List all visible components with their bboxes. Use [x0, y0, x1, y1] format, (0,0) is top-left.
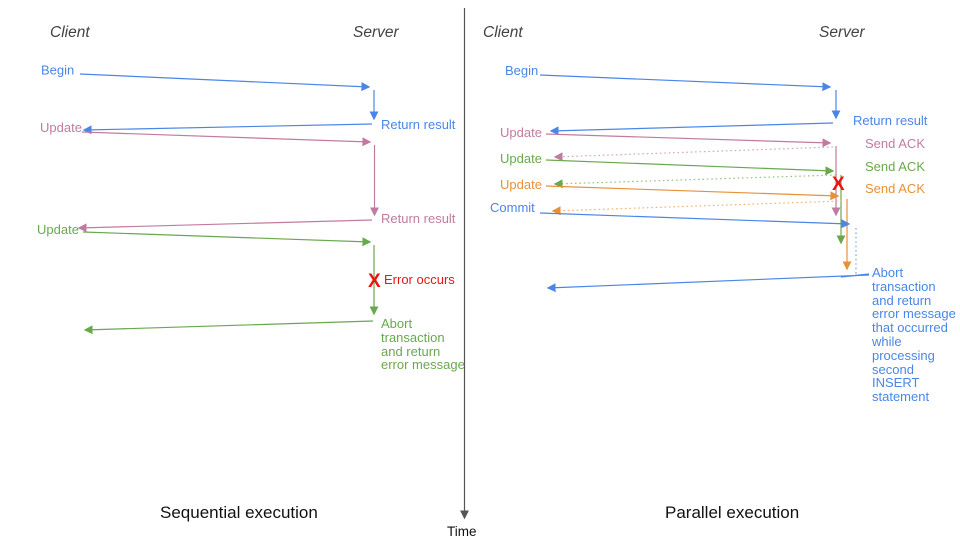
svg-text:transaction: transaction [381, 330, 445, 345]
par-ack2-label: Send ACK [865, 159, 925, 174]
seq-abort-note: Abort transaction and return error messa… [381, 316, 465, 372]
seq-error-label: Error occurs [384, 272, 455, 287]
seq-return-result-2-arrow [77, 219, 373, 233]
svg-text:error message: error message [872, 306, 956, 321]
seq-caption: Sequential execution [160, 503, 318, 522]
parallel-panel: Client Server Begin Return result Update… [483, 24, 956, 522]
par-ack1-label: Send ACK [865, 136, 925, 151]
par-return-result-arrow [549, 122, 834, 136]
seq-client-heading: Client [50, 24, 90, 41]
par-ack3-arrow [551, 200, 843, 216]
par-abort-return-arrow [546, 274, 870, 293]
svg-text:error message: error message [381, 357, 465, 372]
svg-text:and return: and return [381, 344, 440, 359]
par-commit-label: Commit [490, 200, 535, 215]
seq-return-result-2-label: Return result [381, 211, 456, 226]
par-ack1-arrow [553, 146, 834, 162]
par-return-result-label: Return result [853, 113, 928, 128]
par-error-x-icon: X [832, 174, 845, 195]
par-begin-label: Begin [505, 63, 538, 78]
svg-text:and return: and return [872, 293, 931, 308]
svg-text:INSERT: INSERT [872, 375, 919, 390]
par-update1-label: Update [500, 125, 542, 140]
par-client-heading: Client [483, 24, 523, 41]
seq-abort-return-arrow [83, 320, 374, 335]
svg-text:statement: statement [872, 389, 929, 404]
par-ack3-label: Send ACK [865, 181, 925, 196]
time-axis-label: Time [447, 524, 477, 539]
par-update3-label: Update [500, 177, 542, 192]
seq-update1-request-arrow [81, 131, 372, 147]
svg-text:processing: processing [872, 348, 935, 363]
seq-update2-label: Update [37, 222, 79, 237]
par-update2-label: Update [500, 151, 542, 166]
seq-error-x-icon: X [368, 271, 381, 292]
seq-return-result-1-arrow [82, 123, 373, 135]
par-ack2-arrow [553, 174, 837, 189]
svg-text:Abort: Abort [381, 316, 412, 331]
svg-text:second: second [872, 362, 914, 377]
seq-update2-request-arrow [82, 231, 372, 247]
par-commit-request-arrow [539, 212, 851, 229]
seq-begin-label: Begin [41, 63, 74, 78]
par-update2-request-arrow [545, 159, 835, 176]
svg-text:Abort: Abort [872, 265, 903, 280]
seq-update1-label: Update [40, 120, 82, 135]
seq-return-result-1-label: Return result [381, 117, 456, 132]
svg-text:that occurred: that occurred [872, 320, 948, 335]
time-axis: Time [447, 8, 477, 539]
par-update3-request-arrow [545, 185, 840, 201]
par-caption: Parallel execution [665, 503, 799, 522]
seq-server-heading: Server [353, 24, 399, 41]
sequential-panel: Client Server Begin Return result Update… [37, 24, 465, 522]
par-abort-note: Abort transaction and return error messa… [871, 265, 956, 404]
par-update1-request-arrow [545, 133, 832, 148]
par-server-heading: Server [819, 24, 865, 41]
seq-begin-request-arrow [79, 73, 371, 92]
par-begin-request-arrow [539, 74, 832, 92]
svg-text:transaction: transaction [872, 279, 936, 294]
svg-text:while: while [871, 334, 902, 349]
